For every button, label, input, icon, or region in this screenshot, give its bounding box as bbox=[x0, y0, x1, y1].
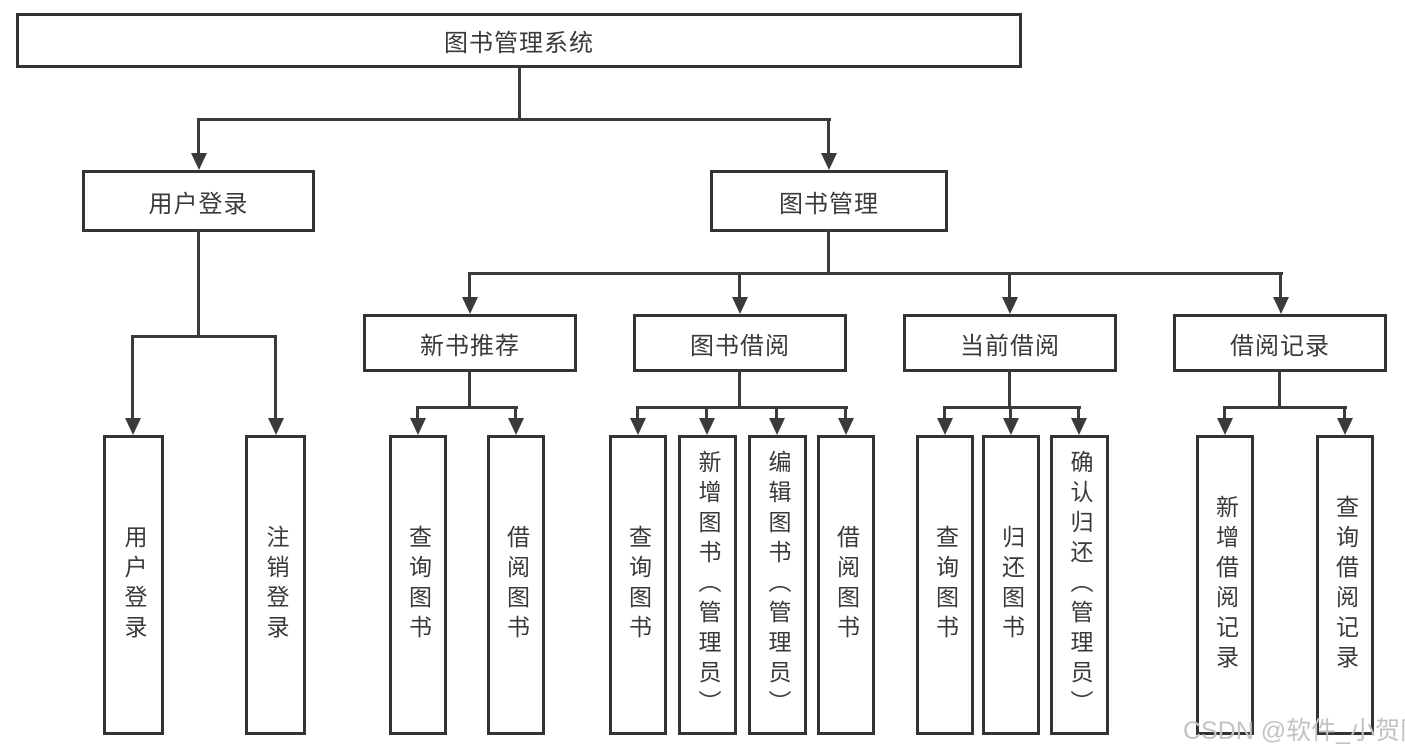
connector-line bbox=[1343, 406, 1346, 420]
arrow-down-icon bbox=[769, 418, 785, 435]
node-user-login: 用户登录 bbox=[82, 170, 315, 232]
arrow-down-icon bbox=[1273, 297, 1289, 314]
node-new-book-recommendation: 新书推荐 bbox=[363, 314, 577, 372]
node-query-books-2: 查询图书 bbox=[609, 435, 667, 735]
node-query-books-3: 查询图书 bbox=[916, 435, 974, 735]
arrow-down-icon bbox=[508, 418, 524, 435]
connector-line bbox=[518, 66, 521, 120]
arrow-down-icon bbox=[462, 297, 478, 314]
connector-line bbox=[274, 335, 277, 419]
node-query-borrow-record: 查询借阅记录 bbox=[1316, 435, 1374, 735]
node-label: 查询图书 bbox=[932, 525, 959, 645]
node-query-books-1: 查询图书 bbox=[389, 435, 447, 735]
node-label: 注销登录 bbox=[263, 525, 289, 645]
node-label: 新书推荐 bbox=[420, 332, 520, 360]
connector-line bbox=[738, 370, 741, 408]
node-label: 借阅记录 bbox=[1230, 332, 1330, 360]
node-borrow-books-2: 借阅图书 bbox=[817, 435, 875, 735]
node-book-borrowing: 图书借阅 bbox=[633, 314, 847, 372]
node-label: 图书管理 bbox=[779, 190, 879, 218]
node-confirm-return-admin: 确认归还（管理员） bbox=[1050, 435, 1109, 735]
connector-line bbox=[1223, 406, 1226, 420]
node-book-management: 图书管理 bbox=[710, 170, 948, 232]
arrow-down-icon bbox=[268, 418, 284, 435]
arrow-down-icon bbox=[1002, 297, 1018, 314]
arrow-down-icon bbox=[838, 418, 854, 435]
connector-line bbox=[468, 272, 1283, 275]
node-label: 借阅图书 bbox=[833, 525, 860, 645]
connector-line bbox=[1008, 370, 1011, 408]
arrow-down-icon bbox=[410, 418, 426, 435]
arrow-down-icon bbox=[1217, 418, 1233, 435]
node-label: 用户登录 bbox=[148, 190, 249, 218]
connector-line bbox=[1278, 370, 1281, 408]
connector-line bbox=[636, 406, 848, 409]
node-label: 当前借阅 bbox=[960, 332, 1060, 360]
arrow-down-icon bbox=[1071, 418, 1087, 435]
arrow-down-icon bbox=[1337, 418, 1353, 435]
connector-line bbox=[514, 406, 517, 420]
connector-line bbox=[705, 406, 708, 420]
node-label: 用户登录 bbox=[121, 525, 147, 645]
node-current-borrowing: 当前借阅 bbox=[903, 314, 1117, 372]
arrow-down-icon bbox=[732, 297, 748, 314]
connector-line bbox=[738, 272, 741, 300]
arrow-down-icon bbox=[937, 418, 953, 435]
node-library-management-system: 图书管理系统 bbox=[16, 13, 1022, 68]
connector-line bbox=[468, 370, 471, 408]
node-label: 图书管理系统 bbox=[444, 30, 594, 57]
node-label: 新增借阅记录 bbox=[1212, 495, 1239, 675]
node-label: 归还图书 bbox=[998, 525, 1025, 645]
node-label: 查询借阅记录 bbox=[1332, 495, 1359, 675]
connector-line bbox=[1223, 406, 1347, 409]
connector-line bbox=[775, 406, 778, 420]
connector-line bbox=[636, 406, 639, 420]
connector-line bbox=[131, 335, 277, 338]
connector-line bbox=[943, 406, 946, 420]
connector-line bbox=[1279, 272, 1282, 300]
connector-line bbox=[197, 118, 200, 156]
node-label: 新增图书（管理员） bbox=[695, 450, 721, 720]
node-add-books-admin: 新增图书（管理员） bbox=[678, 435, 737, 735]
connector-line bbox=[827, 118, 830, 156]
node-edit-books-admin: 编辑图书（管理员） bbox=[748, 435, 807, 735]
connector-line bbox=[468, 272, 471, 300]
arrow-down-icon bbox=[191, 153, 207, 170]
arrow-down-icon bbox=[1003, 418, 1019, 435]
connector-line bbox=[827, 230, 830, 274]
node-borrow-books-1: 借阅图书 bbox=[487, 435, 545, 735]
node-add-borrow-record: 新增借阅记录 bbox=[1196, 435, 1254, 735]
connector-line bbox=[197, 118, 831, 121]
connector-line bbox=[844, 406, 847, 420]
node-label: 编辑图书（管理员） bbox=[765, 450, 791, 720]
connector-line bbox=[1008, 272, 1011, 300]
connector-line bbox=[1009, 406, 1012, 420]
connector-line bbox=[1077, 406, 1080, 420]
node-label: 借阅图书 bbox=[503, 525, 530, 645]
connector-line bbox=[197, 230, 200, 337]
arrow-down-icon bbox=[630, 418, 646, 435]
connector-line bbox=[943, 406, 1081, 409]
node-logout: 注销登录 bbox=[245, 435, 306, 735]
connector-line bbox=[416, 406, 419, 420]
node-return-books: 归还图书 bbox=[982, 435, 1040, 735]
arrow-down-icon bbox=[699, 418, 715, 435]
node-borrowing-records: 借阅记录 bbox=[1173, 314, 1387, 372]
arrow-down-icon bbox=[125, 418, 141, 435]
csdn-watermark: CSDN @软件_小贺同学 bbox=[1183, 717, 1405, 745]
node-label: 查询图书 bbox=[625, 525, 652, 645]
node-label: 查询图书 bbox=[405, 525, 432, 645]
connector-line bbox=[416, 406, 518, 409]
node-user-login-leaf: 用户登录 bbox=[103, 435, 164, 735]
arrow-down-icon bbox=[821, 153, 837, 170]
node-label: 图书借阅 bbox=[690, 332, 790, 360]
node-label: 确认归还（管理员） bbox=[1067, 450, 1093, 720]
connector-line bbox=[131, 335, 134, 419]
